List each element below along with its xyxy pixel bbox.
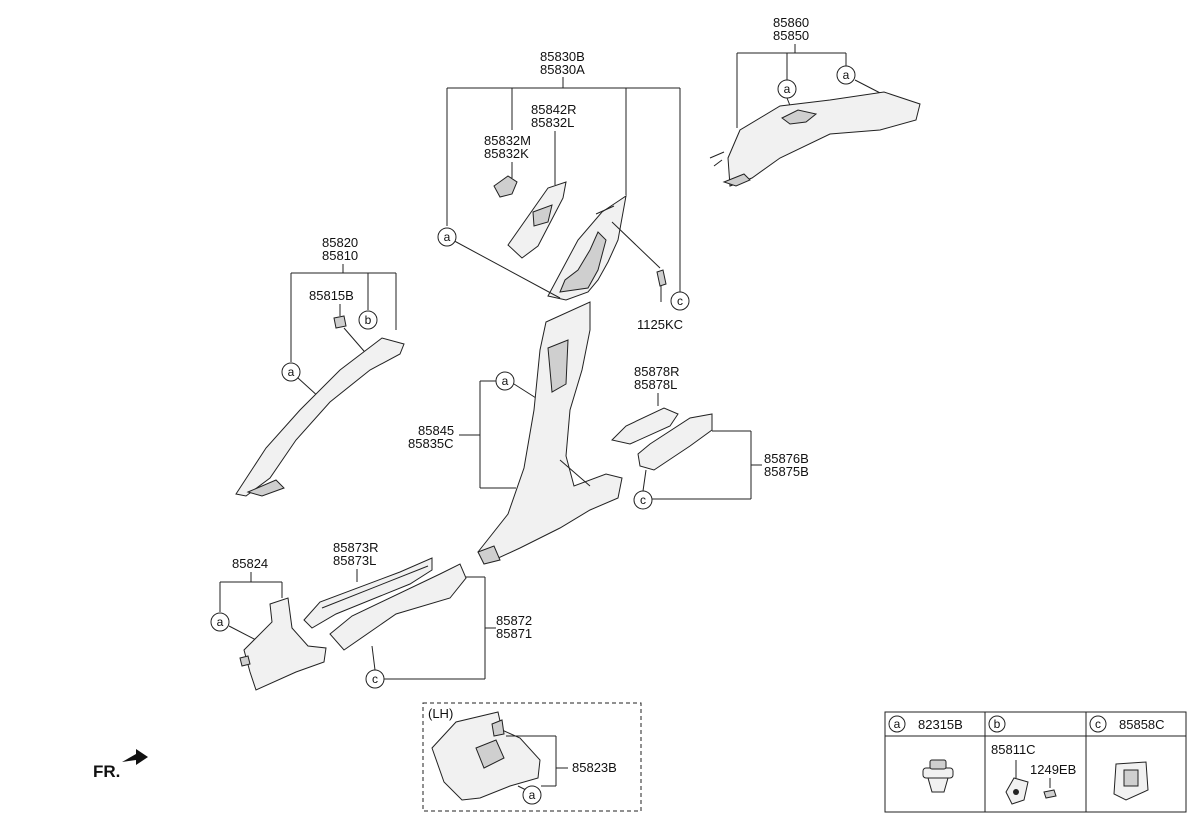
label-85842r: 85842R: [531, 102, 577, 117]
group-cowl: 85824 a: [210, 556, 327, 691]
label-85815b: 85815B: [309, 288, 354, 303]
label-85872: 85872: [496, 613, 532, 628]
label-85878r: 85878R: [634, 364, 680, 379]
marker-a: [210, 612, 230, 632]
marker-a-text: a: [288, 365, 295, 379]
clip-b-icon: [1005, 760, 1057, 805]
group-lh-box: (LH) 85823B a: [422, 702, 642, 812]
marker-a: [437, 227, 457, 247]
legend-part-82315b: 82315B: [918, 717, 963, 732]
screw-1249eb-icon: [1043, 789, 1057, 799]
marker-c-text: c: [640, 493, 646, 507]
front-arrow-icon: [122, 749, 148, 765]
lh-tag: (LH): [428, 706, 453, 721]
front-scuff-inner: [303, 557, 433, 629]
rear-scuff-plate: [637, 413, 713, 471]
marker-a: [495, 371, 515, 391]
clip-a-icon: [922, 759, 954, 793]
lh-dashed-box: [422, 702, 642, 812]
legend-marker-b: [988, 715, 1006, 733]
marker-c-text: c: [677, 294, 683, 308]
label-85830a: 85830A: [540, 62, 585, 77]
legend-key-c: c: [1095, 717, 1101, 731]
legend-part-85858c: 85858C: [1119, 717, 1165, 732]
a-pillar-trim: [235, 337, 405, 497]
label-85860: 85860: [773, 15, 809, 30]
label-85830b: 85830B: [540, 49, 585, 64]
group-rear-trim: 85860 85850 a a: [709, 15, 921, 187]
label-85810: 85810: [322, 248, 358, 263]
label-85823b: 85823B: [572, 760, 617, 775]
label-1125kc: 1125KC: [637, 317, 683, 332]
marker-a: [522, 785, 542, 805]
label-85875b: 85875B: [764, 464, 809, 479]
label-85876b: 85876B: [764, 451, 809, 466]
label-85824: 85824: [232, 556, 268, 571]
label-85878l: 85878L: [634, 377, 677, 392]
marker-a-text: a: [444, 230, 451, 244]
legend-table: a 82315B b 85811C 1249EB c 85858C: [884, 711, 1187, 813]
label-85832m: 85832M: [484, 133, 531, 148]
marker-a-text: a: [843, 68, 850, 82]
group-scuff-rear: 85878R 85878L 85876B 85875B c: [611, 364, 809, 510]
label-85820: 85820: [322, 235, 358, 250]
clip-85815b-icon: [333, 315, 347, 329]
label-85850: 85850: [773, 28, 809, 43]
marker-a-text: a: [502, 374, 509, 388]
marker-a-text: a: [217, 615, 224, 629]
cowl-side-trim: [243, 597, 327, 691]
marker-b-text: b: [365, 313, 372, 327]
label-85832k: 85832K: [484, 146, 529, 161]
screw-icon: [656, 269, 667, 287]
legend-key-b: b: [994, 717, 1001, 731]
front-indicator: FR.: [93, 749, 148, 781]
legend-part-85811c: 85811C: [991, 742, 1036, 757]
group-scuff-front: 85873R 85873L 85872 85871 c: [303, 540, 532, 689]
marker-c: [670, 291, 690, 311]
rear-scuff-inner: [611, 407, 679, 445]
marker-a: [281, 362, 301, 382]
legend-part-1249eb: 1249EB: [1030, 762, 1076, 777]
marker-b: [358, 310, 378, 330]
marker-a-text: a: [529, 788, 536, 802]
label-85873r: 85873R: [333, 540, 379, 555]
legend-marker-c: [1089, 715, 1107, 733]
group-a-pillar: 85820 85810 85815B b a: [235, 235, 405, 497]
label-85873l: 85873L: [333, 553, 376, 568]
label-85845: 85845: [418, 423, 454, 438]
marker-a-text: a: [784, 82, 791, 96]
fr-label: FR.: [93, 762, 120, 781]
rear-quarter-trim: [727, 91, 921, 187]
b-pillar-lower-trim: [477, 301, 623, 561]
group-b-pillar-lower: 85845 85835C a: [408, 301, 623, 565]
legend-marker-a: [888, 715, 906, 733]
b-pillar-upper-trim: [547, 194, 627, 301]
marker-c-text: c: [372, 672, 378, 686]
marker-a: [836, 65, 856, 85]
label-85835c: 85835C: [408, 436, 454, 451]
tweeter-cover: [493, 175, 518, 198]
front-scuff-plate: [329, 563, 467, 651]
group-b-pillar-upper: 85830B 85830A 85842R 85832L 85832M 85832…: [437, 49, 690, 332]
legend-key-a: a: [894, 717, 901, 731]
label-85871: 85871: [496, 626, 532, 641]
label-85832l: 85832L: [531, 115, 574, 130]
clip-c-icon: [1113, 761, 1149, 801]
